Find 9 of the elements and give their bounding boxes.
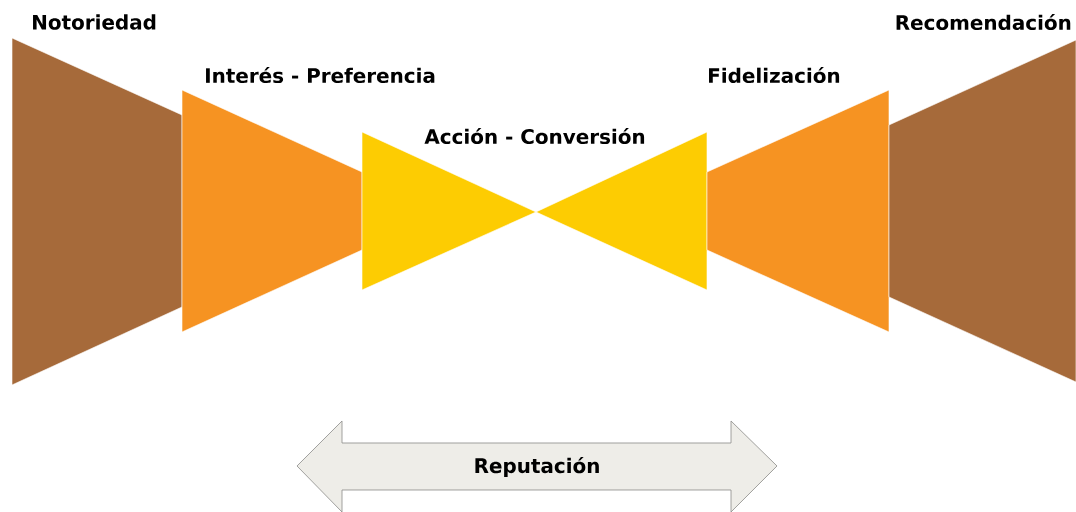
funnel-section: Acción - Conversión xyxy=(361,127,645,291)
node-label: Recomendación xyxy=(896,13,1071,31)
node-label: Notoriedad xyxy=(33,14,156,30)
funnel-section: Recomendación xyxy=(888,13,1076,383)
funnel-section: Fidelización xyxy=(706,66,890,333)
funnel-section: Notoriedad xyxy=(11,14,183,386)
double-arrow-band: Reputación xyxy=(296,420,778,512)
node-label: Interés - Preferencia xyxy=(206,66,435,84)
node-label: Fidelización xyxy=(709,66,840,84)
